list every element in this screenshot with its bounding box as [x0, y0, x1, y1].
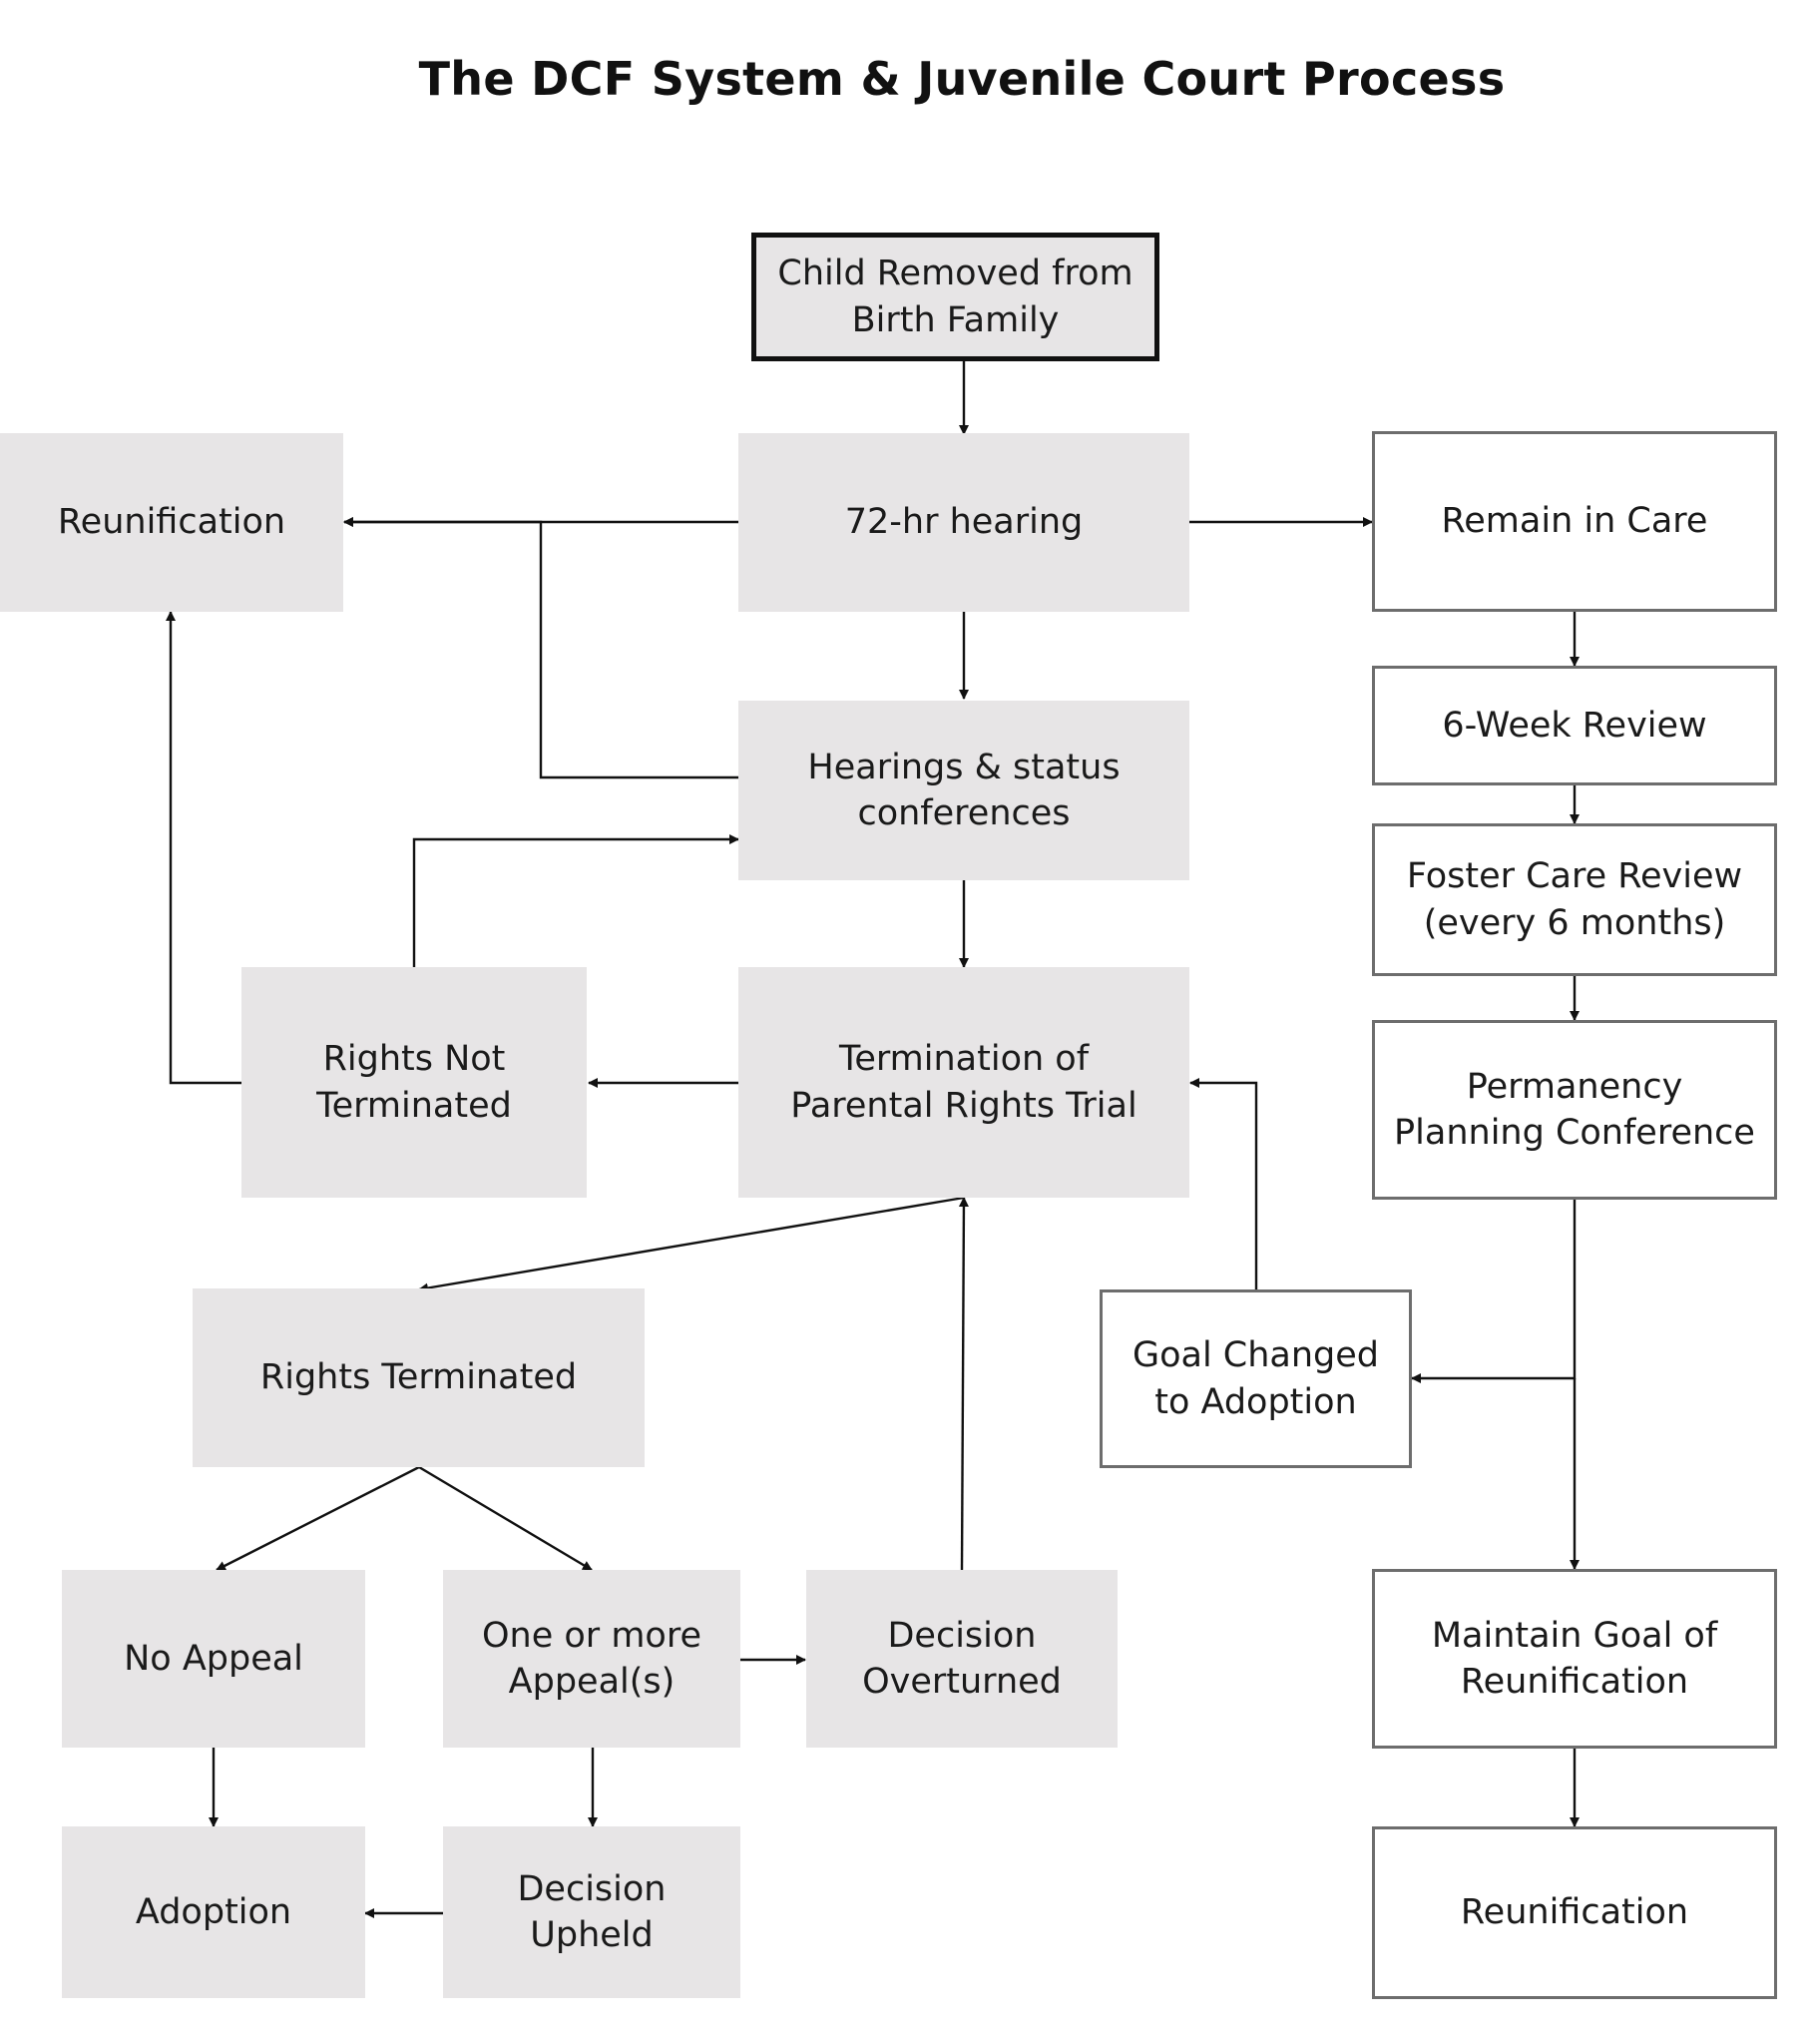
edge-permanency-to-goal-changed — [1411, 1200, 1577, 1383]
node-remain-in-care: Remain in Care — [1372, 431, 1777, 612]
diagram-title: The DCF System & Juvenile Court Process — [418, 52, 1506, 106]
node-no-appeal: No Appeal — [62, 1570, 365, 1748]
edge-hearings-to-reunification — [343, 517, 738, 779]
edge-tpr-to-rights-terminated — [418, 1196, 965, 1293]
node-appeals: One or more Appeal(s) — [443, 1570, 740, 1748]
node-goal-changed: Goal Changed to Adoption — [1100, 1289, 1412, 1468]
node-permanency-planning: Permanency Planning Conference — [1372, 1020, 1777, 1200]
node-reunification-bottom: Reunification — [1372, 1826, 1777, 1999]
node-maintain-goal: Maintain Goal of Reunification — [1372, 1569, 1777, 1749]
edge-decision-overturned-to-tpr — [958, 1197, 969, 1571]
edge-rights-not-terminated-to-reunification — [166, 611, 241, 1085]
node-decision-overturned: Decision Overturned — [806, 1570, 1118, 1748]
node-foster-care-review: Foster Care Review (every 6 months) — [1372, 823, 1777, 976]
node-tpr-trial: Termination of Parental Rights Trial — [738, 967, 1189, 1198]
edge-rights-terminated-to-no-appeal — [216, 1465, 420, 1572]
node-hearings-status: Hearings & status conferences — [738, 701, 1189, 880]
node-decision-upheld: Decision Upheld — [443, 1826, 740, 1998]
edge-goal-changed-to-tpr — [1189, 1078, 1258, 1289]
node-6-week-review: 6-Week Review — [1372, 666, 1777, 785]
node-72hr-hearing: 72-hr hearing — [738, 433, 1189, 612]
edge-rights-not-terminated-to-hearings — [412, 834, 739, 967]
node-rights-terminated: Rights Terminated — [193, 1288, 645, 1467]
node-child-removed: Child Removed from Birth Family — [751, 233, 1159, 361]
edge-rights-terminated-to-appeals — [418, 1465, 593, 1572]
node-reunification-top: Reunification — [0, 433, 343, 612]
node-adoption: Adoption — [62, 1826, 365, 1998]
node-rights-not-terminated: Rights Not Terminated — [241, 967, 587, 1198]
